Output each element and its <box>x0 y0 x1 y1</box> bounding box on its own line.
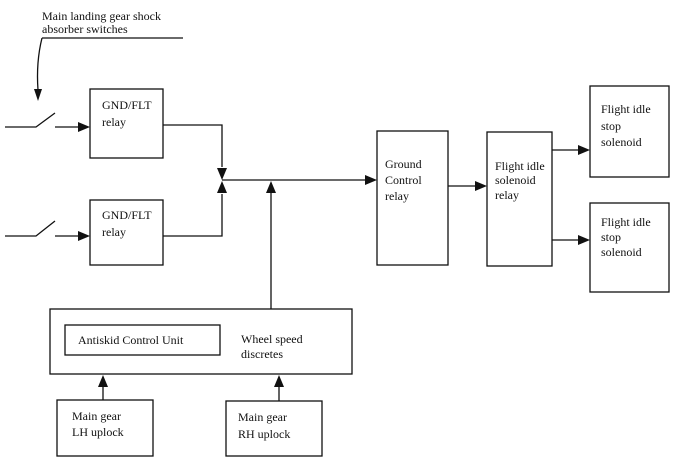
gnd-flt-relay-top-line-1: GND/FLT <box>102 98 152 112</box>
lh-uplock-arrow <box>98 375 108 387</box>
gnd-flt-relay-top-line-2: relay <box>102 115 126 129</box>
gnd-flt-relay-bottom: GND/FLT relay <box>89 199 164 266</box>
wheel-speed-discretes-arrow <box>266 181 276 193</box>
antiskid-block: Antiskid Control Unit Wheel speed discre… <box>49 308 353 375</box>
flight-idle-solenoid-relay-line-2: solenoid <box>495 173 536 187</box>
solenoid-top-line-1: Flight idle <box>601 102 651 116</box>
flight-idle-solenoid-relay-box <box>486 131 553 267</box>
switch-bottom-contact <box>5 220 56 237</box>
wheel-speed-discretes-line-1: Wheel speed <box>241 332 303 346</box>
rh-uplock-line-1: Main gear <box>238 410 287 424</box>
main-gear-lh-uplock-box <box>56 399 154 457</box>
ground-control-relay-line-3: relay <box>385 189 409 203</box>
gnd-flt-relay-bottom-line-2: relay <box>102 225 126 239</box>
gnd-flt-top-output-arrow <box>217 168 227 180</box>
annotation-leader-arrow <box>34 89 42 101</box>
main-gear-rh-uplock: Main gear RH uplock <box>225 400 323 457</box>
flight-idle-relay-input-arrow <box>475 181 487 191</box>
shock-absorber-switch-bottom <box>5 220 90 241</box>
gnd-flt-relay-bottom-box <box>89 199 164 266</box>
switch-top-contact <box>5 112 56 128</box>
ground-control-relay-box <box>376 130 449 266</box>
lh-uplock-line-1: Main gear <box>72 409 121 423</box>
flight-idle-solenoid-relay: Flight idle solenoid relay <box>486 131 553 267</box>
wheel-speed-discretes-line-2: discretes <box>241 347 283 361</box>
solenoid-bottom-feed-arrow <box>578 235 590 245</box>
solenoid-bottom-line-1: Flight idle <box>601 215 651 229</box>
gnd-flt-bottom-output-arrow <box>217 181 227 193</box>
flight-idle-stop-solenoid-top: Flight idle stop solenoid <box>589 85 670 178</box>
annotation-line-2: absorber switches <box>42 22 128 36</box>
shock-absorber-switch-top <box>5 112 90 132</box>
annotation-shock-absorber-switches: Main landing gear shock absorber switche… <box>34 9 183 101</box>
flight-idle-stop-solenoid-bottom: Flight idle stop solenoid <box>589 202 670 293</box>
antiskid-control-unit-box <box>64 324 221 356</box>
ground-control-input-arrow <box>365 175 377 185</box>
switch-top-arrow <box>78 122 90 132</box>
main-gear-lh-uplock: Main gear LH uplock <box>56 399 154 457</box>
solenoid-bottom-line-2: stop <box>601 230 621 244</box>
ground-control-relay-line-2: Control <box>385 173 422 187</box>
lh-uplock-line-2: LH uplock <box>72 425 124 439</box>
rh-uplock-arrow <box>274 375 284 387</box>
gnd-flt-top-output-wire <box>163 124 223 167</box>
ground-control-relay-line-1: Ground <box>385 157 422 171</box>
flight-idle-stop-solenoid-bottom-box <box>589 202 670 293</box>
annotation-line-1: Main landing gear shock <box>42 9 161 23</box>
solenoid-top-line-3: solenoid <box>601 135 642 149</box>
antiskid-control-unit-label: Antiskid Control Unit <box>78 333 184 347</box>
gnd-flt-relay-top-box <box>89 88 164 159</box>
annotation-leader-line <box>36 37 43 91</box>
solenoid-top-line-2: stop <box>601 119 621 133</box>
gnd-flt-bottom-output-wire <box>163 194 223 237</box>
solenoid-top-feed-arrow <box>578 145 590 155</box>
main-gear-rh-uplock-box <box>225 400 323 457</box>
rh-uplock-line-2: RH uplock <box>238 427 290 441</box>
solenoid-bottom-line-3: solenoid <box>601 245 642 259</box>
flight-idle-solenoid-relay-line-3: relay <box>495 188 519 202</box>
flight-idle-stop-solenoid-top-box <box>589 85 670 178</box>
gnd-flt-relay-top: GND/FLT relay <box>89 88 164 159</box>
flight-idle-solenoid-relay-line-1: Flight idle <box>495 159 545 173</box>
switch-bottom-arrow <box>78 231 90 241</box>
ground-control-relay: Ground Control relay <box>376 130 449 266</box>
gnd-flt-relay-bottom-line-1: GND/FLT <box>102 208 152 222</box>
